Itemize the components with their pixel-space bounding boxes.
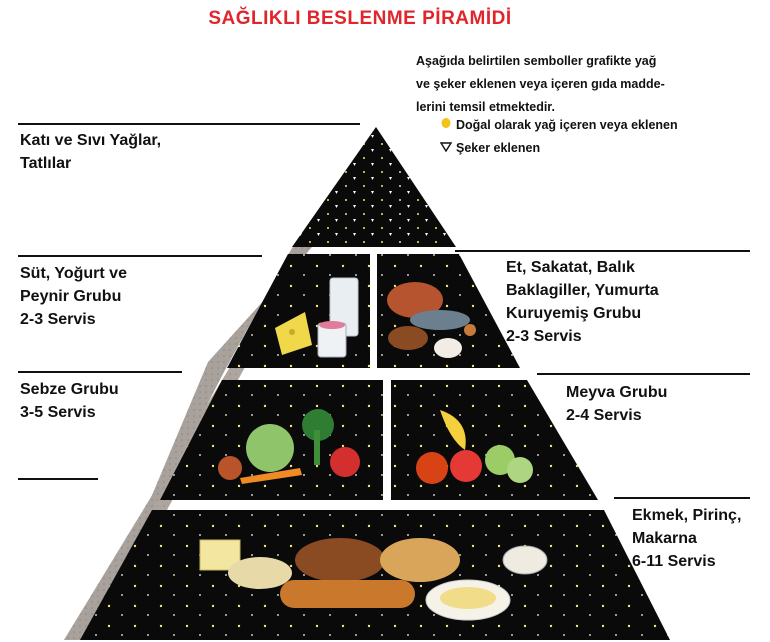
group-label-line: 3-5 Servis bbox=[20, 404, 96, 421]
group-label-line: Et, Sakatat, Balık bbox=[506, 259, 635, 276]
group-label-line: 2-4 Servis bbox=[566, 407, 642, 424]
fat-dot-icon bbox=[440, 117, 456, 132]
tier-grain bbox=[80, 510, 670, 640]
group-label-line: 2-3 Servis bbox=[506, 328, 582, 345]
group-label-fats: Katı ve Sıvı Yağlar, Tatlılar bbox=[20, 129, 161, 175]
group-label-line: Süt, Yoğurt ve bbox=[20, 265, 127, 282]
dairy-foods-illustration bbox=[275, 277, 359, 358]
legend-intro-line: ve şeker eklenen veya içeren gıda madde- bbox=[416, 77, 665, 91]
legend-intro: Aşağıda belirtilen semboller grafikte ya… bbox=[416, 50, 736, 119]
fruit-foods-illustration bbox=[416, 410, 533, 484]
group-label-meat: Et, Sakatat, Balık Baklagiller, Yumurta … bbox=[506, 256, 659, 348]
legend-item-fat: Doğal olarak yağ içeren veya eklenen bbox=[440, 117, 678, 132]
vegetable-foods-illustration bbox=[218, 409, 360, 484]
group-label-grain: Ekmek, Pirinç, Makarna 6-11 Servis bbox=[632, 504, 741, 573]
sugar-triangle-icon bbox=[439, 140, 456, 155]
group-label-line: Peynir Grubu bbox=[20, 288, 122, 305]
group-label-line: 2-3 Servis bbox=[20, 311, 96, 328]
page-title: SAĞLIKLI BESLENME PİRAMİDİ bbox=[208, 8, 512, 29]
tier-fats bbox=[292, 127, 456, 247]
group-label-line: Baklagiller, Yumurta bbox=[506, 282, 659, 299]
legend-intro-line: lerini temsil etmektedir. bbox=[416, 100, 555, 114]
grain-foods-illustration bbox=[199, 538, 548, 621]
group-label-fruit: Meyva Grubu 2-4 Servis bbox=[566, 381, 667, 427]
legend-item-label: Şeker eklenen bbox=[456, 141, 541, 155]
group-label-line: Makarna bbox=[632, 530, 697, 547]
legend-intro-line: Aşağıda belirtilen semboller grafikte ya… bbox=[416, 54, 657, 68]
group-label-line: Tatlılar bbox=[20, 155, 72, 172]
legend-item-label: Doğal olarak yağ içeren veya eklenen bbox=[456, 118, 678, 132]
group-label-line: Meyva Grubu bbox=[566, 384, 668, 401]
group-label-line: 6-11 Servis bbox=[632, 553, 716, 570]
group-label-vegetable: Sebze Grubu 3-5 Servis bbox=[20, 378, 119, 424]
legend-item-sugar: Şeker eklenen bbox=[439, 140, 541, 155]
group-label-line: Katı ve Sıvı Yağlar, bbox=[20, 132, 162, 149]
meat-foods-illustration bbox=[387, 282, 476, 358]
group-label-line: Sebze Grubu bbox=[20, 381, 119, 398]
group-label-line: Kuruyemiş Grubu bbox=[506, 305, 642, 322]
group-label-line: Ekmek, Pirinç, bbox=[632, 507, 742, 524]
group-label-dairy: Süt, Yoğurt ve Peynir Grubu 2-3 Servis bbox=[20, 262, 127, 331]
